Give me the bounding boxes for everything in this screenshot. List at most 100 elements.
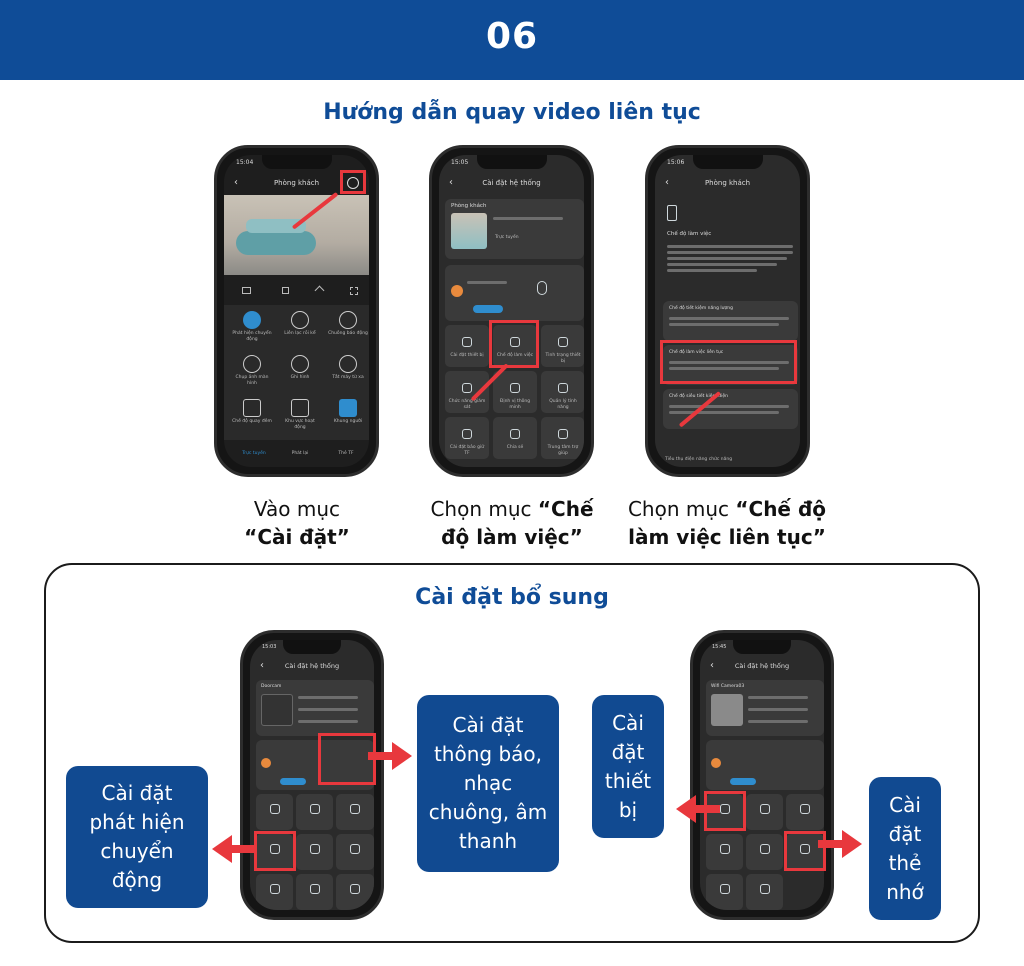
section-title: Chế độ làm việc [667,231,712,237]
tile-icon [719,804,730,815]
screen-icon[interactable] [242,287,251,294]
tile[interactable] [336,834,374,870]
back-icon[interactable]: ‹ [710,660,714,671]
back-icon[interactable]: ‹ [234,177,238,188]
tile-label: Cài đặt bảo giữ TF [449,445,485,456]
tab-playback[interactable]: Phát lại [291,451,309,456]
alert-card[interactable] [256,740,374,790]
alert-card[interactable] [706,740,824,790]
tile[interactable] [256,794,293,830]
callout-text: Cài đặt thiết bị [605,709,651,825]
tile-smart-location[interactable]: Định vị thông minh [493,371,537,413]
tile-work-mode[interactable]: Chế độ làm việc [493,325,537,367]
control-item[interactable]: Khung người [328,399,368,425]
tile[interactable] [296,794,333,830]
control-label: Chế độ quay đêm [232,419,272,424]
tile[interactable] [706,874,743,910]
control-label: Liên lạc rồi kể [284,331,316,336]
device-info-bar [298,708,358,711]
device-thumbnail [711,694,743,726]
callout-motion-detection: Cài đặt phát hiện chuyển động [66,766,208,908]
callout-line: phát hiện [89,810,185,834]
desc-bar [667,269,757,272]
tile-icon [510,382,520,393]
device-info-bar [748,696,808,699]
tile-icon [759,804,770,815]
alert-button[interactable] [280,778,306,785]
control-label: Chuông báo động [328,331,368,336]
tile-motion-detection[interactable] [256,834,293,870]
speaker-icon[interactable] [282,287,289,294]
callout-line: động [111,868,163,892]
tile-help[interactable]: Trung tâm trợ giúp [541,417,584,459]
tile-feature-manage[interactable]: Quản lý tính năng [541,371,584,413]
signal-icon[interactable] [314,285,325,296]
microphone-icon [291,311,309,329]
control-item[interactable]: Chế độ quay đêm [232,399,272,425]
callout-device-settings: Cài đặt thiết bị [592,695,664,838]
callout-line: nhớ [886,879,924,904]
caption-line: Vào mục [253,497,341,521]
callout-text: Cài đặt thông báo, nhạc chuông, âm thanh [429,711,547,856]
person-frame-icon [339,399,357,417]
tile[interactable] [746,834,783,870]
caption-step-2: Chọn mục “Chế độ làm việc” [392,495,632,551]
status-bar-time: 15:04 [236,159,254,166]
alert-icon [261,758,271,768]
tile-icon [462,336,472,347]
tile-share[interactable]: Chia sẻ [493,417,537,459]
tile-memory-card[interactable] [786,834,824,870]
fullscreen-icon[interactable] [350,287,358,295]
tile[interactable] [296,834,333,870]
control-item[interactable]: Phát hiện chuyển động [232,311,272,343]
device-card[interactable]: Wifi Camera03 [706,680,824,736]
tile-icon [719,844,730,855]
player-toolbar [224,283,369,301]
tile[interactable] [336,794,374,830]
callout-line: Cài đặt [452,713,524,737]
device-card[interactable]: Doorcam [256,680,374,736]
device-info-bar [748,720,808,723]
phone-screen: 15:04 ‹ Phòng khách Phát hiện chuyển độn… [224,155,369,467]
caption-bold: “Chế độ [735,497,827,521]
back-icon[interactable]: ‹ [665,177,669,188]
tile[interactable] [746,794,783,830]
alert-button[interactable] [730,778,756,785]
callout-line: chuyển [100,839,174,863]
device-card[interactable]: Phòng khách Trực tuyến [445,199,584,259]
phone-notch [733,640,791,654]
option-continuous[interactable]: Chế độ làm việc liên tục [663,345,798,385]
control-item[interactable]: Ghi hình [280,355,320,381]
arrow-left-icon [212,835,256,863]
control-item[interactable]: Tắt máy từ xa [328,355,368,381]
tile-icon [800,844,810,855]
option-power-saving[interactable]: Chế độ tiết kiệm năng lượng [663,301,798,341]
back-icon[interactable]: ‹ [449,177,453,188]
tile-device-status[interactable]: Tình trạng thiết bị [541,325,584,367]
control-item[interactable]: Chụp ảnh màn hình [232,355,272,387]
tile[interactable] [746,874,783,910]
callout-line: thanh [458,829,518,853]
screen-header: ‹ Phòng khách [224,173,369,193]
settings-gear-icon[interactable] [347,177,359,189]
option-desc [669,405,789,408]
tile-device-settings[interactable]: Cài đặt thiết bị [445,325,489,367]
callout-text: Cài đặt phát hiện chuyển động [89,779,184,895]
tab-live[interactable]: Trực tuyến [242,451,266,456]
screen-title: Cài đặt hệ thống [284,662,340,670]
tile[interactable] [296,874,333,910]
alert-card[interactable] [445,265,584,321]
tile[interactable] [706,834,743,870]
tab-tf-card[interactable]: Thẻ TF [338,451,354,456]
control-item[interactable]: Liên lạc rồi kể [280,311,320,337]
control-item[interactable]: Khu vực hoạt động [280,399,320,431]
control-label: Khu vực hoạt động [285,419,315,430]
alert-button[interactable] [473,305,503,313]
control-item[interactable]: Chuông báo động [328,311,368,337]
tile[interactable] [256,874,293,910]
tile-tf-settings[interactable]: Cài đặt bảo giữ TF [445,417,489,459]
back-icon[interactable]: ‹ [260,660,264,671]
tile[interactable] [336,874,374,910]
tile[interactable] [786,794,824,830]
callout-notifications: Cài đặt thông báo, nhạc chuông, âm thanh [417,695,559,872]
